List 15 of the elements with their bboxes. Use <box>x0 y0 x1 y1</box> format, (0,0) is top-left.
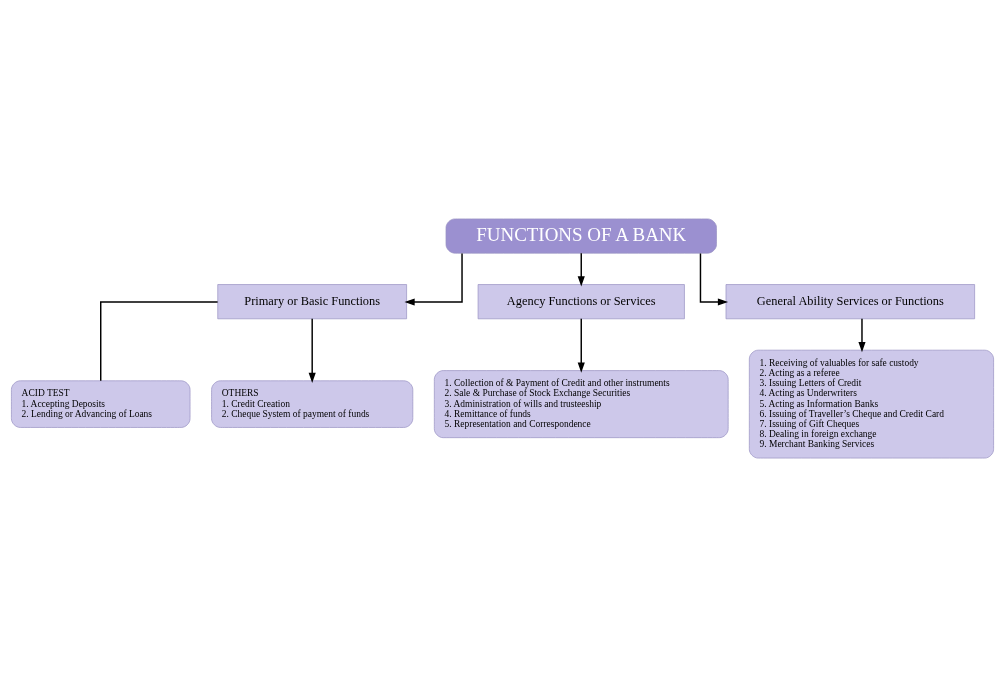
node-box: OTHERS 1. Credit Creation 2. Cheque System of payment of funds <box>211 380 414 428</box>
arrow <box>577 318 585 373</box>
connector <box>100 301 219 382</box>
arrow <box>308 318 316 383</box>
node-box: Primary or Basic Functions <box>217 284 407 320</box>
node-box: FUNCTIONS OF A BANK <box>445 218 717 254</box>
arrow <box>404 252 463 306</box>
node-box: General Ability Services or Functions <box>725 284 975 320</box>
arrow <box>699 252 729 306</box>
node-box: Agency Functions or Services <box>477 284 685 320</box>
node-box: 1. Collection of & Payment of Credit and other instruments 2. Sale & Purchase of Stock Exchange Securities 3. Administration of wills and trusteeship 4. Remittance of funds 5. Representation and Correspondence <box>433 370 729 439</box>
arrow <box>577 252 585 287</box>
node-box: 1. Receiving of valuables for safe custody 2. Acting as a referee 3. Issuing Letters of Credit 4. Acting as Underwriters 5. Acting as Information Banks 6. Issuing of Traveller’s Cheque and Credit Card 7. Issuing of Gift Cheques 8. Dealing in foreign exchange 9. Merchant Banking Services <box>748 349 994 459</box>
node-box: ACID TEST 1. Accepting Deposits 2. Lending or Advancing of Loans <box>11 380 191 428</box>
arrow <box>858 318 866 353</box>
